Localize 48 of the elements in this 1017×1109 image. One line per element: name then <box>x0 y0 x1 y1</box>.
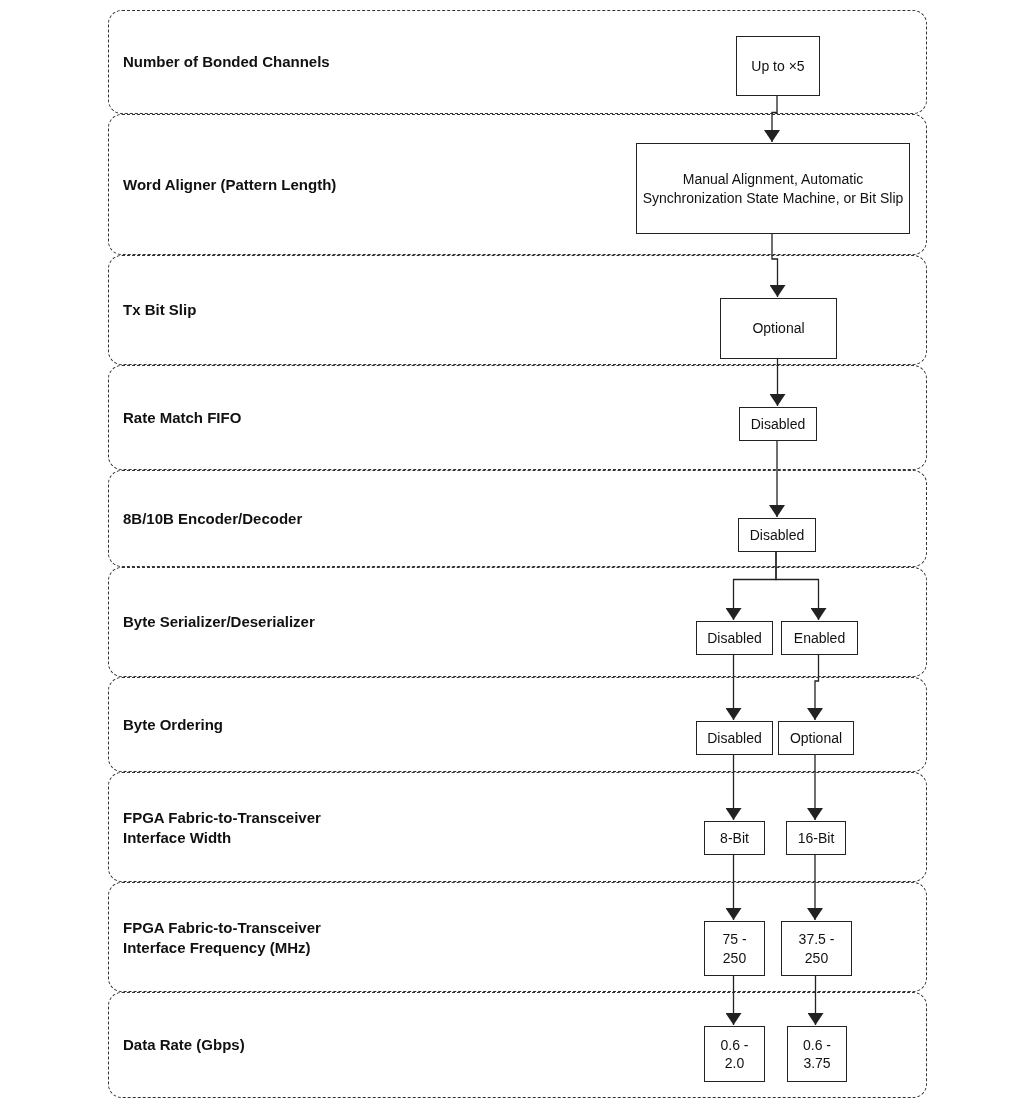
section-band <box>108 365 927 470</box>
arrow <box>725 653 742 721</box>
arrow <box>769 357 786 407</box>
option-box: 0.6 - 3.75 <box>787 1026 847 1082</box>
option-box: Enabled <box>781 621 858 655</box>
section-heading: FPGA Fabric-to-Transceiver Interface Frequency (MHz) <box>123 917 322 957</box>
option-box: Disabled <box>738 518 816 552</box>
option-box: 37.5 - 250 <box>781 921 852 976</box>
arrow <box>775 550 827 621</box>
section-heading: 8B/10B Encoder/Decoder <box>123 508 303 529</box>
section-band <box>108 10 927 114</box>
section-heading: Number of Bonded Channels <box>123 52 330 72</box>
section-heading: Word Aligner (Pattern Length) <box>123 174 337 195</box>
option-box: Manual Alignment, Automatic Synchronization State Machine, or Bit Slip <box>636 143 910 234</box>
section-band <box>108 255 927 365</box>
section-band <box>108 772 927 882</box>
option-box: Up to ×5 <box>736 36 820 96</box>
arrow <box>807 853 823 921</box>
section-heading: Tx Bit Slip <box>123 300 197 320</box>
section-band <box>108 882 927 992</box>
arrow <box>725 853 742 921</box>
section-band <box>108 677 927 772</box>
arrow <box>807 653 823 721</box>
option-box: Disabled <box>696 621 773 655</box>
arrow <box>807 753 823 821</box>
option-box: Disabled <box>739 407 817 441</box>
section-band <box>108 470 927 567</box>
section-heading: Byte Ordering <box>123 714 224 735</box>
option-box: 16-Bit <box>786 821 846 855</box>
arrow <box>807 974 824 1026</box>
section-heading: Data Rate (Gbps) <box>123 1035 245 1055</box>
section-band <box>108 567 927 677</box>
arrow <box>769 232 786 298</box>
option-box: Optional <box>778 721 854 755</box>
option-box: 75 - 250 <box>704 921 765 976</box>
option-box: 8-Bit <box>704 821 765 855</box>
section-band <box>108 992 927 1098</box>
option-box: 0.6 - 2.0 <box>704 1026 765 1082</box>
section-heading: Byte Serializer/Deserializer <box>123 612 315 632</box>
section-heading: Rate Match FIFO <box>123 407 242 428</box>
section-band <box>108 114 927 255</box>
arrow <box>725 974 742 1026</box>
arrow <box>725 753 742 821</box>
arrow <box>769 439 785 518</box>
option-box: Optional <box>720 298 837 359</box>
arrow <box>764 94 780 143</box>
section-heading: FPGA Fabric-to-Transceiver Interface Width <box>123 807 322 847</box>
option-box: Disabled <box>696 721 773 755</box>
